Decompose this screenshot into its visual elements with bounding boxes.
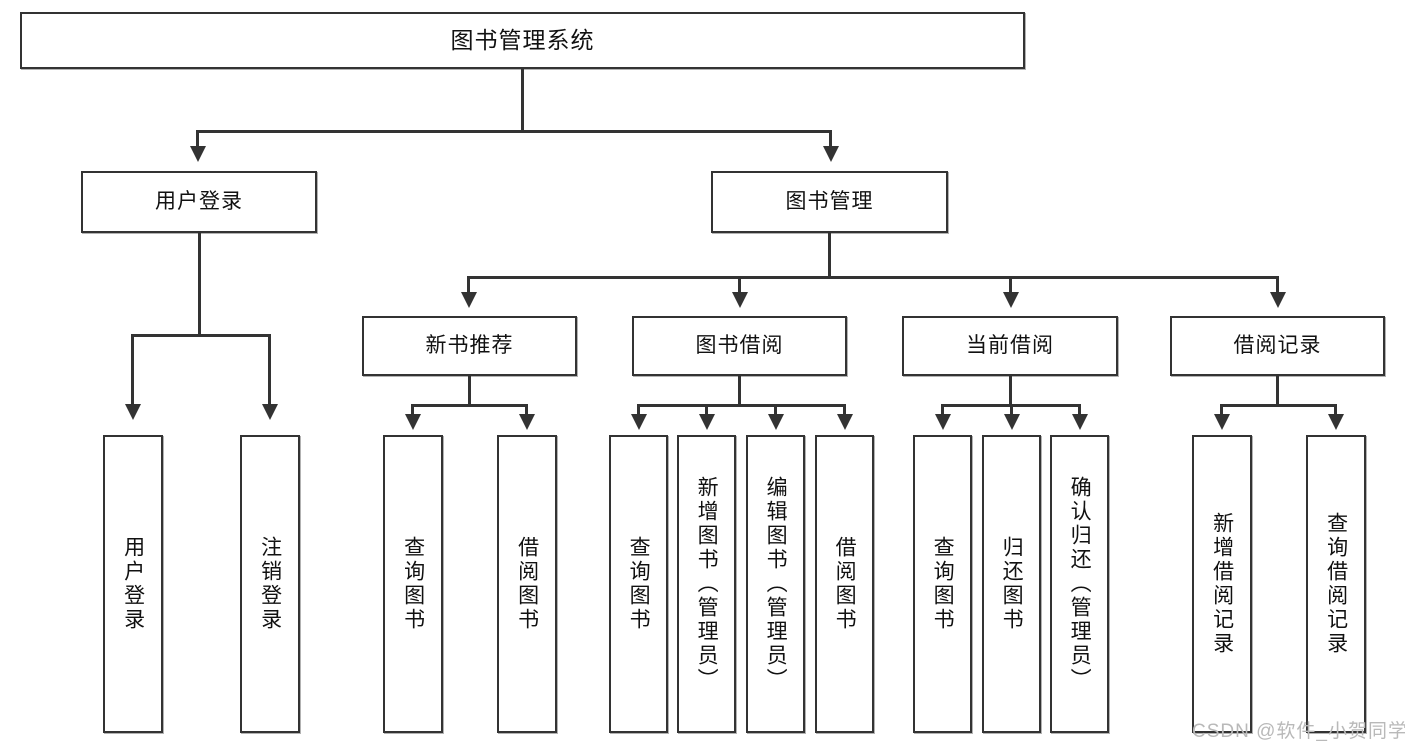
node-label: 图书管理 xyxy=(785,189,874,213)
leaf-label: 用户登录 xyxy=(121,536,145,632)
leaf-logout[interactable]: 注销登录 xyxy=(240,435,300,733)
connector-new-book-stem xyxy=(468,376,471,406)
connector-borrow-record-drop-1 xyxy=(1220,404,1223,416)
connector-to-book-borrow xyxy=(738,276,741,294)
connector-new-book-drop-2 xyxy=(525,404,528,416)
leaf-user-login[interactable]: 用户登录 xyxy=(103,435,163,733)
connector-root-stem xyxy=(521,69,524,132)
connector-to-borrow-record xyxy=(1276,276,1279,294)
arrow-to-book-manage xyxy=(823,146,839,162)
arrow-to-new-book xyxy=(461,292,477,308)
connector-new-book-drop-1 xyxy=(411,404,414,416)
connector-borrow-record-stem xyxy=(1276,376,1279,406)
connector-book-manage-bus xyxy=(467,276,1279,279)
connector-current-borrow-drop-1 xyxy=(941,404,944,416)
leaf-return-book[interactable]: 归还图书 xyxy=(982,435,1041,733)
leaf-borrow-book-recommend[interactable]: 借阅图书 xyxy=(497,435,557,733)
node-book-borrow[interactable]: 图书借阅 xyxy=(632,316,847,376)
arrow-to-leaf-add-record xyxy=(1214,414,1230,430)
leaf-label: 新增图书（管理员） xyxy=(695,476,719,692)
leaf-query-book-current[interactable]: 查询图书 xyxy=(913,435,972,733)
node-label: 借阅记录 xyxy=(1233,333,1322,357)
connector-book-manage-stem xyxy=(828,233,831,279)
arrow-to-leaf-query-book-3 xyxy=(935,414,951,430)
connector-book-borrow-stem xyxy=(738,376,741,406)
connector-book-borrow-drop-4 xyxy=(843,404,846,416)
arrow-to-book-borrow xyxy=(732,292,748,308)
arrow-to-leaf-add-book xyxy=(699,414,715,430)
leaf-borrow-book-action[interactable]: 借阅图书 xyxy=(815,435,874,733)
connector-book-borrow-drop-2 xyxy=(705,404,708,416)
node-label: 图书管理系统 xyxy=(450,27,595,54)
connector-current-borrow-drop-2 xyxy=(1010,404,1013,416)
leaf-label: 借阅图书 xyxy=(515,536,539,632)
connector-root-to-book-manage xyxy=(829,130,832,148)
arrow-to-leaf-user-login xyxy=(125,404,141,420)
node-label: 用户登录 xyxy=(155,189,243,213)
leaf-query-book-borrow[interactable]: 查询图书 xyxy=(609,435,668,733)
leaf-query-borrow-record[interactable]: 查询借阅记录 xyxy=(1306,435,1366,733)
connector-root-to-user-login xyxy=(196,130,199,148)
leaf-label: 借阅图书 xyxy=(833,536,857,632)
arrow-to-leaf-logout xyxy=(262,404,278,420)
leaf-confirm-return-admin[interactable]: 确认归还（管理员） xyxy=(1050,435,1109,733)
connector-borrow-record-drop-2 xyxy=(1334,404,1337,416)
arrow-to-user-login xyxy=(190,146,206,162)
leaf-label: 查询图书 xyxy=(627,536,651,632)
arrow-to-leaf-return-book xyxy=(1004,414,1020,430)
arrow-to-leaf-query-book-2 xyxy=(631,414,647,430)
node-label: 图书借阅 xyxy=(695,333,784,357)
node-new-book-recommend[interactable]: 新书推荐 xyxy=(362,316,577,376)
connector-user-login-drop-1 xyxy=(131,334,134,406)
leaf-label: 查询借阅记录 xyxy=(1324,512,1348,656)
connector-new-book-bus xyxy=(411,404,528,407)
arrow-to-leaf-edit-book xyxy=(768,414,784,430)
leaf-label: 查询图书 xyxy=(931,536,955,632)
connector-user-login-stem xyxy=(198,233,201,337)
leaf-label: 编辑图书（管理员） xyxy=(764,476,788,692)
connector-current-borrow-stem xyxy=(1009,376,1012,406)
arrow-to-leaf-borrow-book-2 xyxy=(837,414,853,430)
connector-user-login-bus xyxy=(131,334,271,337)
leaf-label: 归还图书 xyxy=(1000,536,1024,632)
leaf-label: 注销登录 xyxy=(258,536,282,632)
node-root-system[interactable]: 图书管理系统 xyxy=(20,12,1025,69)
connector-to-new-book xyxy=(467,276,470,294)
connector-current-borrow-drop-3 xyxy=(1078,404,1081,416)
leaf-label: 查询图书 xyxy=(401,536,425,632)
leaf-label: 确认归还（管理员） xyxy=(1068,476,1092,692)
node-label: 当前借阅 xyxy=(966,333,1054,357)
leaf-label: 新增借阅记录 xyxy=(1210,512,1234,656)
arrow-to-leaf-query-record xyxy=(1328,414,1344,430)
connector-book-borrow-drop-1 xyxy=(637,404,640,416)
connector-borrow-record-bus xyxy=(1220,404,1337,407)
connector-book-borrow-drop-3 xyxy=(774,404,777,416)
arrow-to-leaf-confirm-return xyxy=(1072,414,1088,430)
node-label: 新书推荐 xyxy=(425,333,514,357)
leaf-query-book-recommend[interactable]: 查询图书 xyxy=(383,435,443,733)
leaf-add-book-admin[interactable]: 新增图书（管理员） xyxy=(677,435,736,733)
node-user-login[interactable]: 用户登录 xyxy=(81,171,317,233)
leaf-edit-book-admin[interactable]: 编辑图书（管理员） xyxy=(746,435,805,733)
arrow-to-leaf-query-book-1 xyxy=(405,414,421,430)
connector-user-login-drop-2 xyxy=(268,334,271,406)
connector-to-current-borrow xyxy=(1009,276,1012,294)
node-borrow-record[interactable]: 借阅记录 xyxy=(1170,316,1385,376)
arrow-to-current-borrow xyxy=(1003,292,1019,308)
connector-book-borrow-bus xyxy=(637,404,846,407)
leaf-add-borrow-record[interactable]: 新增借阅记录 xyxy=(1192,435,1252,733)
node-book-management[interactable]: 图书管理 xyxy=(711,171,948,233)
arrow-to-borrow-record xyxy=(1270,292,1286,308)
connector-root-bus xyxy=(196,130,832,133)
arrow-to-leaf-borrow-book-1 xyxy=(519,414,535,430)
node-current-borrow[interactable]: 当前借阅 xyxy=(902,316,1118,376)
